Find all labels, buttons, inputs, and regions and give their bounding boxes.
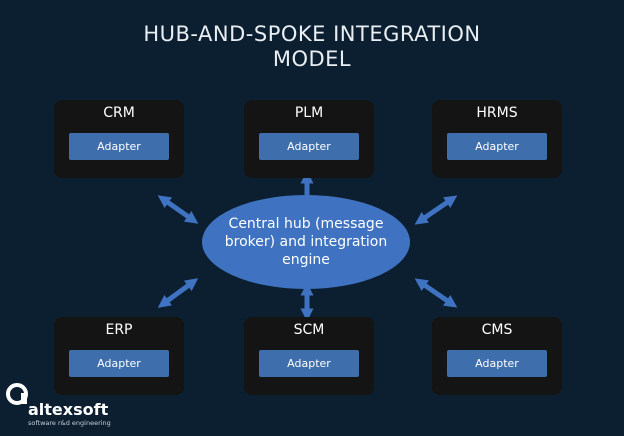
system-box-cms: CMS Adapter xyxy=(432,317,562,395)
central-hub-label: Central hub (message broker) and integra… xyxy=(224,216,388,268)
logo-name: altexsoft xyxy=(28,400,109,419)
adapter-scm: Adapter xyxy=(259,350,359,377)
system-box-erp: ERP Adapter xyxy=(54,317,184,395)
arrow-cms-hub xyxy=(414,278,458,308)
adapter-erp: Adapter xyxy=(69,350,169,377)
adapter-crm: Adapter xyxy=(69,133,169,160)
diagram-title-line-2: MODEL xyxy=(272,47,352,71)
arrow-erp-hub xyxy=(157,278,199,308)
system-label-plm: PLM xyxy=(294,105,324,121)
logo-tagline: software r&d engineering xyxy=(28,419,111,427)
system-box-scm: SCM Adapter xyxy=(244,317,374,395)
arrow-hrms-hub xyxy=(414,195,458,225)
arrow-crm-hub xyxy=(157,195,199,224)
system-label-hrms: HRMS xyxy=(476,105,518,121)
system-label-scm: SCM xyxy=(293,322,325,338)
adapter-plm: Adapter xyxy=(259,133,359,160)
system-box-plm: PLM Adapter xyxy=(244,100,374,178)
system-box-hrms: HRMS Adapter xyxy=(432,100,562,178)
system-box-crm: CRM Adapter xyxy=(54,100,184,178)
diagram-title-line-1: HUB-AND-SPOKE INTEGRATION xyxy=(143,22,481,46)
central-hub: Central hub (message broker) and integra… xyxy=(202,195,410,289)
system-label-crm: CRM xyxy=(103,105,135,121)
adapter-cms: Adapter xyxy=(447,350,547,377)
system-label-cms: CMS xyxy=(481,322,513,338)
logo-mark-icon xyxy=(6,383,28,405)
system-label-erp: ERP xyxy=(105,322,133,338)
altexsoft-logo: altexsoft software r&d engineering xyxy=(6,383,146,433)
diagram-title: HUB-AND-SPOKE INTEGRATION MODEL xyxy=(0,22,624,72)
adapter-hrms: Adapter xyxy=(447,133,547,160)
